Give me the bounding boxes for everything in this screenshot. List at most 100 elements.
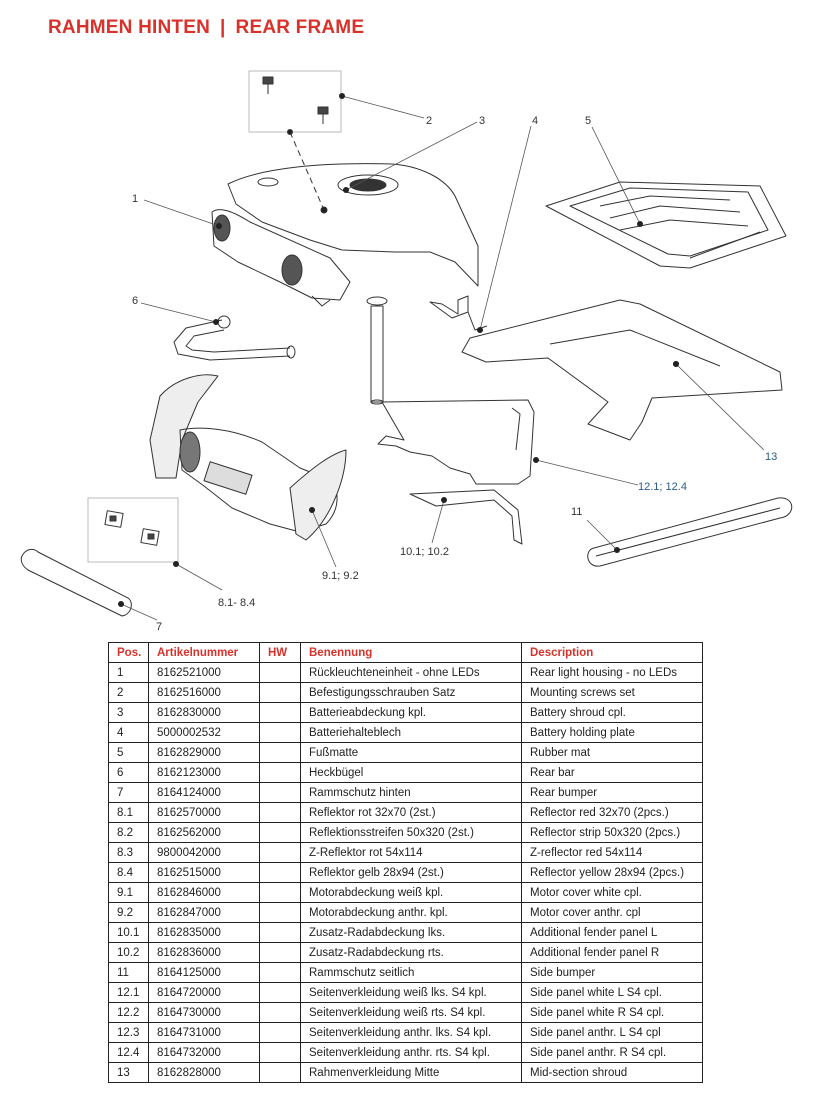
cell-description: Reflector strip 50x320 (2pcs.) [521, 822, 703, 843]
cell-description: Side panel white R S4 cpl. [521, 1002, 703, 1023]
cell-description: Additional fender panel R [521, 942, 703, 963]
battery-holding-plate-illustration [429, 295, 469, 319]
cell-benennung: Batterieabdeckung kpl. [300, 702, 522, 723]
battery-post-illustration [366, 296, 388, 405]
cell-description: Side bumper [521, 962, 703, 983]
callout-1: 1 [132, 193, 138, 205]
cell-benennung: Motorabdeckung anthr. kpl. [300, 902, 522, 923]
cell-benennung: Motorabdeckung weiß kpl. [300, 882, 522, 903]
cell-pos: 12.2 [108, 1002, 149, 1023]
cell-description: Mounting screws set [521, 682, 703, 703]
cell-benennung: Seitenverkleidung anthr. rts. S4 kpl. [300, 1042, 522, 1063]
rear-bumper-illustration [20, 548, 132, 617]
page-title: RAHMEN HINTEN|REAR FRAME [48, 17, 364, 39]
cell-hw [259, 1022, 301, 1043]
cell-pos: 10.2 [108, 942, 149, 963]
cell-description: Motor cover anthr. cpl [521, 902, 703, 923]
cell-benennung: Reflektionsstreifen 50x320 (2st.) [300, 822, 522, 843]
cell-pos: 13 [108, 1062, 149, 1083]
leader-lines [120, 95, 765, 621]
cell-pos: 4 [108, 722, 149, 743]
cell-hw [259, 702, 301, 723]
cell-hw [259, 742, 301, 763]
callout-2: 2 [426, 115, 432, 127]
cell-article-number: 8162521000 [148, 662, 260, 683]
callout-12: 12.1; 12.4 [638, 481, 687, 493]
cell-hw [259, 842, 301, 863]
cell-article-number: 8162516000 [148, 682, 260, 703]
rubber-mat-illustration [545, 181, 787, 269]
cell-benennung: Rahmenverkleidung Mitte [300, 1062, 522, 1083]
cell-article-number: 9800042000 [148, 842, 260, 863]
cell-description: Rubber mat [521, 742, 703, 763]
cell-article-number: 8162829000 [148, 742, 260, 763]
cell-benennung: Z-Reflektor rot 54x114 [300, 842, 522, 863]
cell-article-number: 5000002532 [148, 722, 260, 743]
header-benennung: Benennung [300, 642, 522, 663]
cell-pos: 5 [108, 742, 149, 763]
cell-pos: 7 [108, 782, 149, 803]
cell-pos: 11 [108, 962, 149, 983]
cell-description: Battery shroud cpl. [521, 702, 703, 723]
side-panel-illustration [377, 399, 535, 485]
cell-article-number: 8162562000 [148, 822, 260, 843]
cell-hw [259, 862, 301, 883]
cell-pos: 6 [108, 762, 149, 783]
reflectors-illustration [87, 497, 179, 563]
cell-pos: 9.1 [108, 882, 149, 903]
cell-benennung: Seitenverkleidung weiß lks. S4 kpl. [300, 982, 522, 1003]
cell-hw [259, 962, 301, 983]
cell-benennung: Befestigungsschrauben Satz [300, 682, 522, 703]
parts-table: Pos. Artikelnummer HW Benennung Descript… [108, 642, 703, 1083]
exploded-parts-diagram: 1 2 3 4 5 6 7 8.1- 8.4 9.1; 9.2 10.1; 10… [20, 70, 793, 630]
cell-pos: 9.2 [108, 902, 149, 923]
title-separator: | [220, 17, 226, 38]
cell-hw [259, 802, 301, 823]
cell-benennung: Rammschutz seitlich [300, 962, 522, 983]
cell-hw [259, 822, 301, 843]
cell-article-number: 8164720000 [148, 982, 260, 1003]
cell-description: Rear bumper [521, 782, 703, 803]
cell-benennung: Rammschutz hinten [300, 782, 522, 803]
cell-article-number: 8162570000 [148, 802, 260, 823]
cell-benennung: Seitenverkleidung weiß rts. S4 kpl. [300, 1002, 522, 1023]
callout-4: 4 [532, 115, 538, 127]
cell-description: Z-reflector red 54x114 [521, 842, 703, 863]
cell-description: Additional fender panel L [521, 922, 703, 943]
rear-bar-illustration [173, 315, 296, 361]
cell-article-number: 8162828000 [148, 1062, 260, 1083]
cell-benennung: Zusatz-Radabdeckung rts. [300, 942, 522, 963]
cell-pos: 10.1 [108, 922, 149, 943]
cell-article-number: 8164732000 [148, 1042, 260, 1063]
cell-hw [259, 682, 301, 703]
cell-description: Mid-section shroud [521, 1062, 703, 1083]
cell-pos: 8.4 [108, 862, 149, 883]
callout-8: 8.1- 8.4 [218, 597, 255, 609]
callout-5: 5 [585, 115, 591, 127]
cell-pos: 8.2 [108, 822, 149, 843]
cell-benennung: Rückleuchteneinheit - ohne LEDs [300, 662, 522, 683]
cell-hw [259, 1062, 301, 1083]
additional-fender-illustration [409, 489, 523, 545]
cell-hw [259, 762, 301, 783]
cell-benennung: Heckbügel [300, 762, 522, 783]
cell-pos: 1 [108, 662, 149, 683]
cell-benennung: Reflektor gelb 28x94 (2st.) [300, 862, 522, 883]
cell-description: Battery holding plate [521, 722, 703, 743]
mid-section-shroud-illustration [461, 299, 783, 441]
callout-10: 10.1; 10.2 [400, 546, 449, 558]
